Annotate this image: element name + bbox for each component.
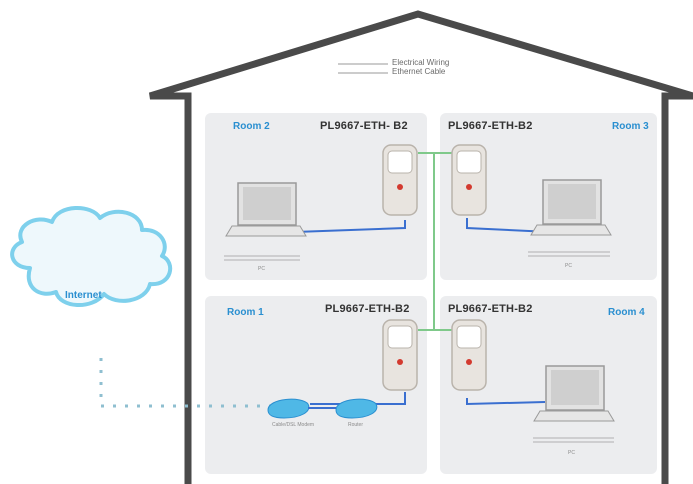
powerline-adapter-icon (382, 319, 418, 391)
internet-link-dotted (99, 358, 272, 408)
router-icon (335, 398, 378, 419)
room-1-adapter-model: PL9667-ETH-B2 (325, 303, 410, 315)
router-caption: Router (348, 422, 364, 428)
room-3-label: Room 3 (612, 121, 649, 132)
legend-ethernet-cable: Ethernet Cable (392, 67, 446, 76)
room-4-adapter-model: PL9667-ETH-B2 (448, 303, 533, 315)
room-2-label: Room 2 (233, 121, 270, 132)
legend-electrical-wiring: Electrical Wiring (392, 58, 450, 67)
laptop-icon (528, 179, 612, 257)
laptop-icon (533, 365, 615, 443)
room-2-device-caption: PC (258, 266, 265, 272)
room-2-adapter-model: PL9667-ETH- B2 (320, 120, 408, 132)
powerline-adapter-icon (451, 144, 487, 216)
house-outline (148, 10, 693, 484)
powerline-adapter-icon (451, 319, 487, 391)
room-3-device-caption: PC (565, 263, 572, 269)
laptop-icon (224, 182, 307, 261)
powerline-adapter-icon (382, 144, 418, 216)
room-1-panel (205, 296, 427, 474)
room-4-device-caption: PC (568, 450, 575, 456)
room-4-label: Room 4 (608, 307, 645, 318)
modem-caption: Cable/DSL Modem (272, 422, 315, 428)
ethernet-cables (294, 218, 551, 406)
cloud-icon (10, 205, 173, 308)
modem-icon (267, 398, 310, 419)
room-1-label: Room 1 (227, 307, 264, 318)
internet-label: Internet (65, 290, 102, 301)
room-3-adapter-model: PL9667-ETH-B2 (448, 120, 533, 132)
room-2-panel (205, 113, 427, 280)
